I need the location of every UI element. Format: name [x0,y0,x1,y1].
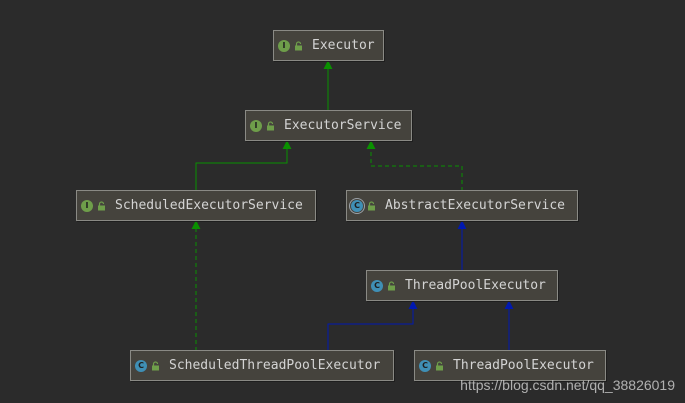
interface-icon: I [278,39,290,52]
public-lock-icon [368,200,375,210]
public-lock-icon [295,40,302,50]
node-thread-pool-executor-2[interactable]: C ThreadPoolExecutor [414,350,606,381]
class-icon: C [371,279,383,292]
public-lock-icon [388,280,395,290]
node-label: ScheduledThreadPoolExecutor [169,358,381,373]
public-lock-icon [436,360,443,370]
watermark: https://blog.csdn.net/qq_38826019 [460,377,675,393]
public-lock-icon [267,120,274,130]
class-icon: C [419,359,431,372]
public-lock-icon [152,360,159,370]
abstract-class-icon: C [351,199,363,212]
class-icon: C [135,359,147,372]
node-label: Executor [312,38,375,53]
interface-icon: I [250,119,262,132]
edge-scheduled-thread-pool-executor-to-thread-pool-executor [327,300,418,351]
node-scheduled-thread-pool-executor[interactable]: C ScheduledThreadPoolExecutor [130,350,394,381]
node-executor[interactable]: I Executor [273,30,384,61]
node-scheduled-executor-service[interactable]: I ScheduledExecutorService [76,190,316,221]
edge-abstract-executor-service-to-executor-service [366,140,463,191]
node-label: AbstractExecutorService [385,198,566,213]
node-label: ExecutorService [284,118,402,133]
node-executor-service[interactable]: I ExecutorService [245,110,412,141]
node-abstract-executor-service[interactable]: C AbstractExecutorService [346,190,578,221]
public-lock-icon [98,200,105,210]
interface-icon: I [81,199,93,212]
edge-scheduled-executor-service-to-executor-service [195,140,292,191]
node-label: ThreadPoolExecutor [453,358,594,373]
node-thread-pool-executor[interactable]: C ThreadPoolExecutor [366,270,558,301]
node-label: ScheduledExecutorService [115,198,303,213]
node-label: ThreadPoolExecutor [405,278,546,293]
